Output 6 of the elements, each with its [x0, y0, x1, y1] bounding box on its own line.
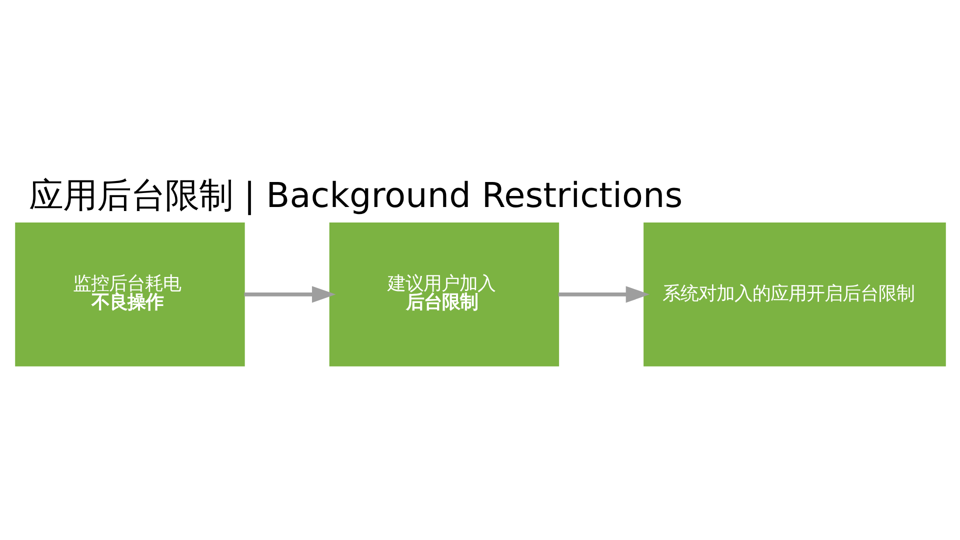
- arrow: [244, 286, 336, 303]
- node-box: 系统对加入的应用开启后台限制: [643, 222, 946, 366]
- arrow: [558, 286, 650, 303]
- node-box: 监控后台耗电 不良操作: [14, 222, 244, 366]
- node-box: 建议用户加入 后台限制: [328, 222, 559, 366]
- diagram-title: 应用后台限制 | Background Restrictions: [28, 176, 682, 216]
